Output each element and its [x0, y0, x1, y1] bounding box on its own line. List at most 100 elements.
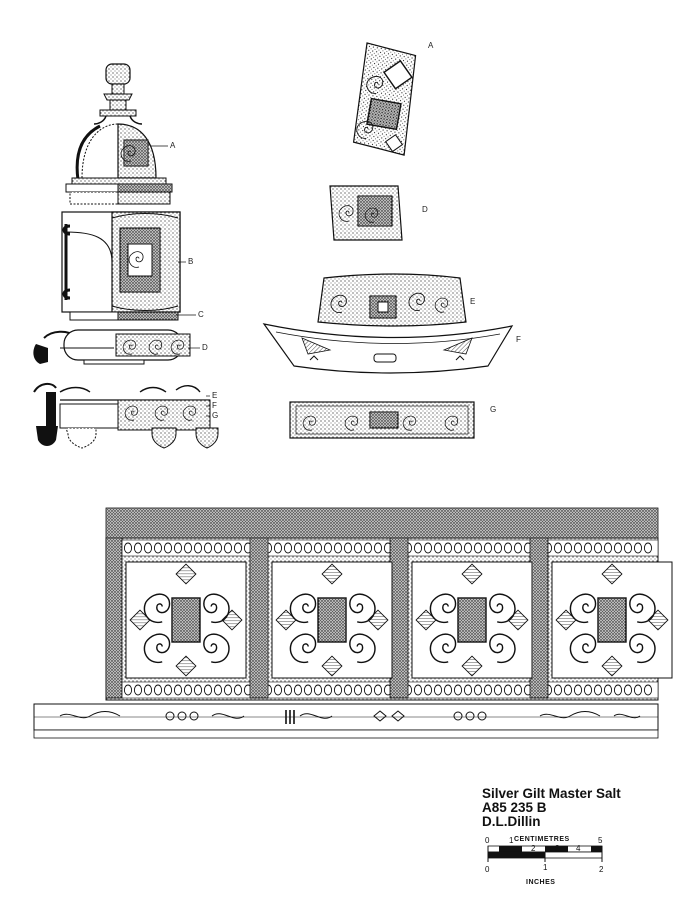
- title-line-catalog: A85 235 B: [482, 800, 547, 815]
- bead: [333, 542, 343, 554]
- bead: [633, 542, 643, 554]
- callout-elev-e: E: [212, 391, 218, 400]
- callout-elev-a: A: [170, 141, 176, 150]
- frieze-panel: [551, 561, 673, 679]
- bead: [353, 684, 363, 696]
- bead: [623, 542, 633, 554]
- bead: [303, 542, 313, 554]
- bead: [613, 542, 623, 554]
- bead: [423, 542, 433, 554]
- bead: [573, 684, 583, 696]
- callout-elev-f: F: [212, 401, 217, 410]
- bead: [473, 542, 483, 554]
- bead: [133, 684, 143, 696]
- bead: [213, 684, 223, 696]
- callout-panel-d: D: [422, 205, 428, 214]
- scale-label-centimetres: CENTIMETRES: [514, 836, 570, 843]
- scale-cm-tick-3: 3: [555, 844, 560, 853]
- callout-elev-g: G: [212, 411, 219, 420]
- scale-cm-tick-2: 2: [531, 844, 536, 853]
- bead: [193, 684, 203, 696]
- bead: [373, 684, 383, 696]
- bead: [493, 684, 503, 696]
- bead: [483, 684, 493, 696]
- scale-in-tick-1: 1: [543, 863, 548, 872]
- bead: [463, 542, 473, 554]
- bead: [363, 684, 373, 696]
- bead: [453, 542, 463, 554]
- bead: [473, 684, 483, 696]
- bead: [223, 542, 233, 554]
- bead: [623, 684, 633, 696]
- dome-section: [65, 123, 173, 205]
- scale-in-tick-2: 2: [599, 865, 604, 874]
- rim-ornaments: [59, 710, 641, 724]
- callout-elev-c: C: [198, 310, 204, 319]
- bead: [143, 542, 153, 554]
- bead: [293, 542, 303, 554]
- scale-cm-tick-0: 0: [485, 836, 490, 845]
- callout-elev-b: B: [188, 257, 194, 266]
- bead: [433, 542, 443, 554]
- frieze: [33, 507, 673, 739]
- bead: [313, 542, 323, 554]
- bead: [343, 542, 353, 554]
- panel-a: [352, 42, 417, 156]
- bead: [593, 542, 603, 554]
- bead: [193, 542, 203, 554]
- bead: [593, 684, 603, 696]
- bead: [323, 684, 333, 696]
- frieze-panel: [271, 561, 393, 679]
- bead: [373, 542, 383, 554]
- bead: [563, 542, 573, 554]
- bead: [163, 684, 173, 696]
- title-line-object: Silver Gilt Master Salt: [482, 786, 621, 801]
- elevation-leaders: [150, 145, 210, 417]
- callout-panel-f: F: [516, 335, 521, 344]
- bead: [563, 684, 573, 696]
- frieze-panel: [125, 561, 247, 679]
- panel-d: [329, 185, 403, 241]
- bead: [643, 684, 653, 696]
- bead: [133, 542, 143, 554]
- bead: [233, 684, 243, 696]
- callout-panel-g: G: [490, 405, 497, 414]
- finial: [93, 63, 143, 125]
- bead: [423, 684, 433, 696]
- bead: [503, 684, 513, 696]
- bead: [433, 684, 443, 696]
- scale-cm-tick-4: 4: [576, 844, 581, 853]
- bead: [283, 684, 293, 696]
- scale-cm-tick-5: 5: [598, 836, 603, 845]
- callout-elev-d: D: [202, 343, 208, 352]
- bead: [553, 684, 563, 696]
- frieze-panel-group: [125, 561, 673, 679]
- bead: [583, 684, 593, 696]
- body-section: [61, 211, 181, 321]
- bead: [343, 684, 353, 696]
- bead: [153, 542, 163, 554]
- bead: [553, 542, 563, 554]
- bead: [173, 542, 183, 554]
- scale-cm-tick-1: 1: [509, 836, 514, 845]
- frieze-pilasters: [105, 537, 549, 699]
- section-d: [33, 329, 191, 365]
- title-block: Silver Gilt Master Salt A85 235 B D.L.Di…: [482, 787, 621, 829]
- bead: [633, 684, 643, 696]
- scale-in-tick-0: 0: [485, 865, 490, 874]
- bead: [283, 542, 293, 554]
- bead: [413, 684, 423, 696]
- scale-bar: [487, 845, 603, 862]
- bead: [223, 684, 233, 696]
- bead: [123, 684, 133, 696]
- bead: [603, 684, 613, 696]
- callout-panel-a: A: [428, 41, 434, 50]
- panel-f: [262, 323, 514, 374]
- bead: [613, 684, 623, 696]
- bead: [153, 684, 163, 696]
- bead: [413, 542, 423, 554]
- bead: [603, 542, 613, 554]
- bead: [583, 542, 593, 554]
- bead: [323, 542, 333, 554]
